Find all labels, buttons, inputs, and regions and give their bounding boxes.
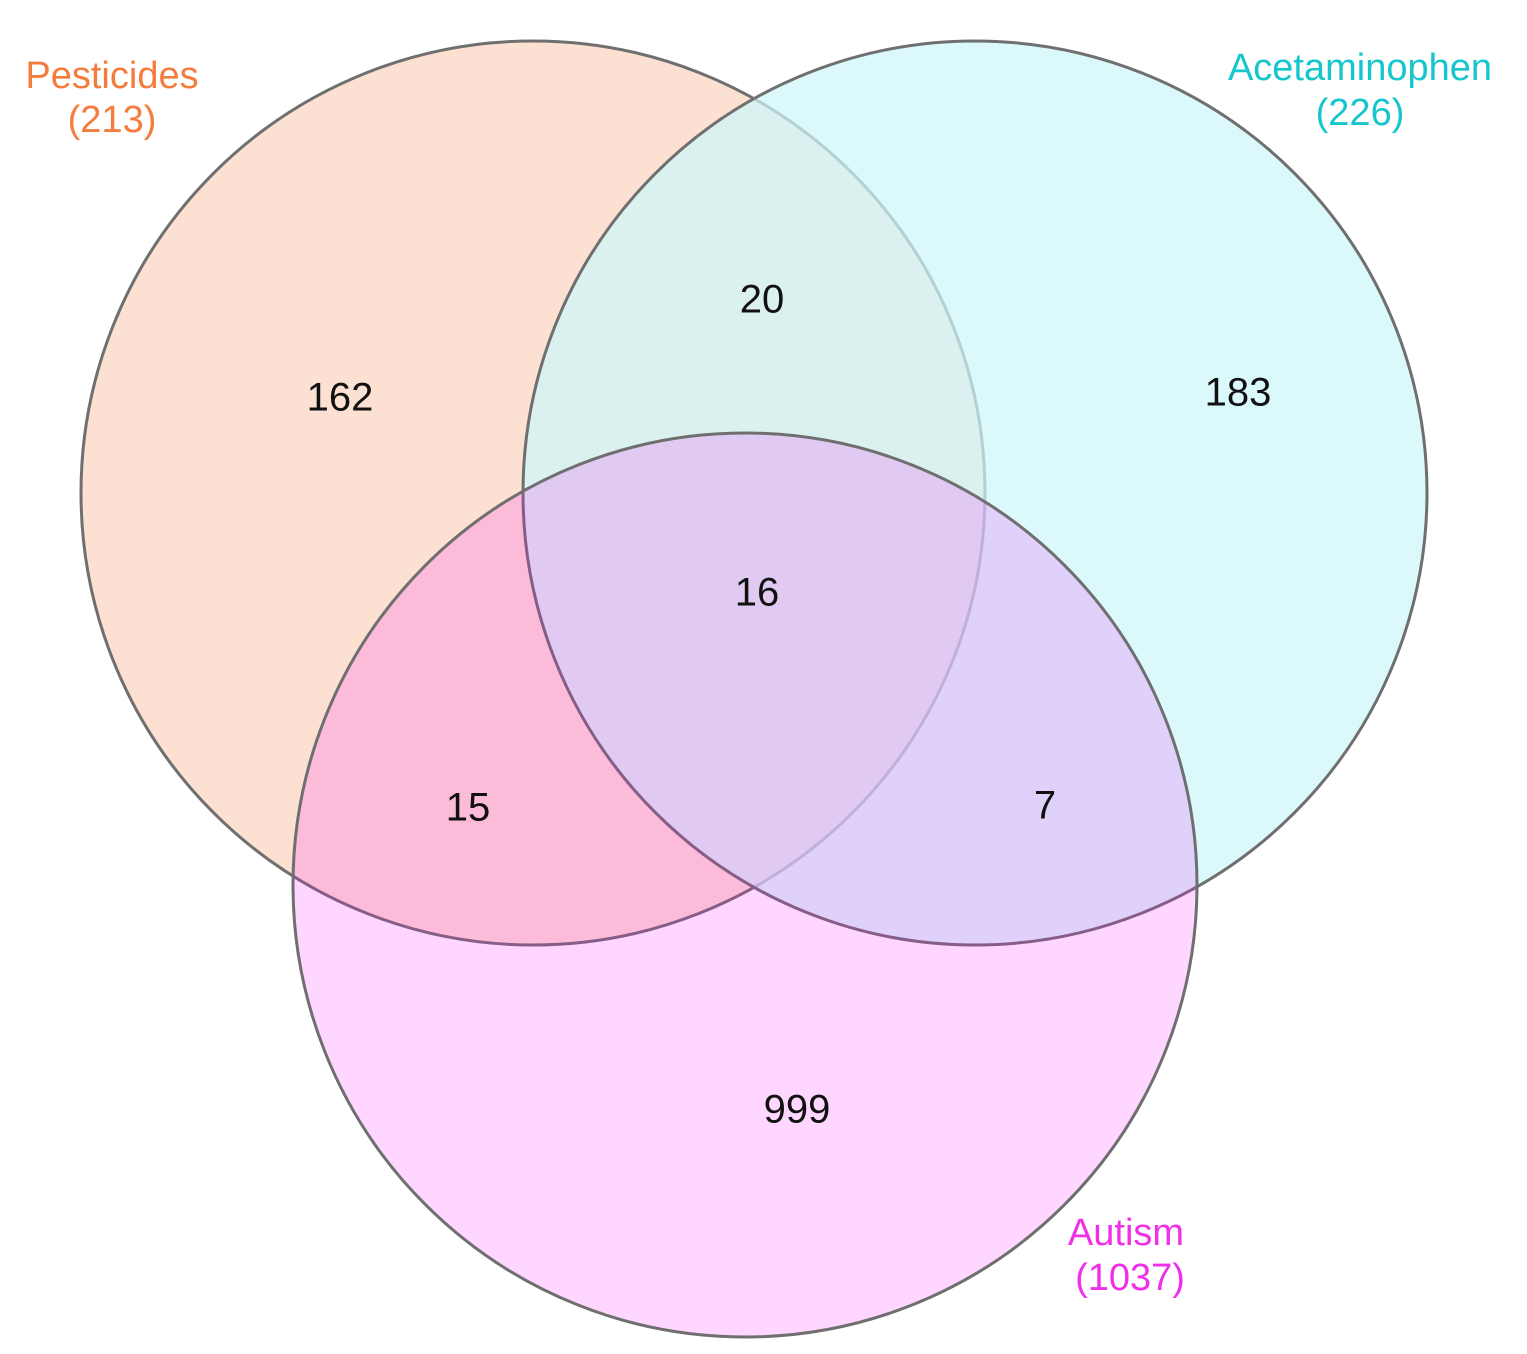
pesticides-only-count: 162 xyxy=(307,376,374,420)
all-three-count: 16 xyxy=(735,571,780,615)
acetaminophen-label: Acetaminophen xyxy=(1228,47,1492,89)
pesticides-total: (213) xyxy=(68,99,157,141)
autism-label: Autism xyxy=(1068,1212,1184,1254)
autism-total: (1037) xyxy=(1075,1257,1185,1299)
acetaminophen-only-count: 183 xyxy=(1205,371,1272,415)
pesticides-label: Pesticides xyxy=(25,55,198,97)
pesticides-acetaminophen-count: 20 xyxy=(740,278,785,322)
autism-only-count: 999 xyxy=(764,1088,831,1132)
acetaminophen-total: (226) xyxy=(1316,92,1405,134)
acetaminophen-circle xyxy=(521,39,1429,947)
pesticides-autism-count: 15 xyxy=(446,786,491,830)
acetaminophen-autism-count: 7 xyxy=(1034,784,1056,828)
autism-circle xyxy=(291,431,1199,1339)
